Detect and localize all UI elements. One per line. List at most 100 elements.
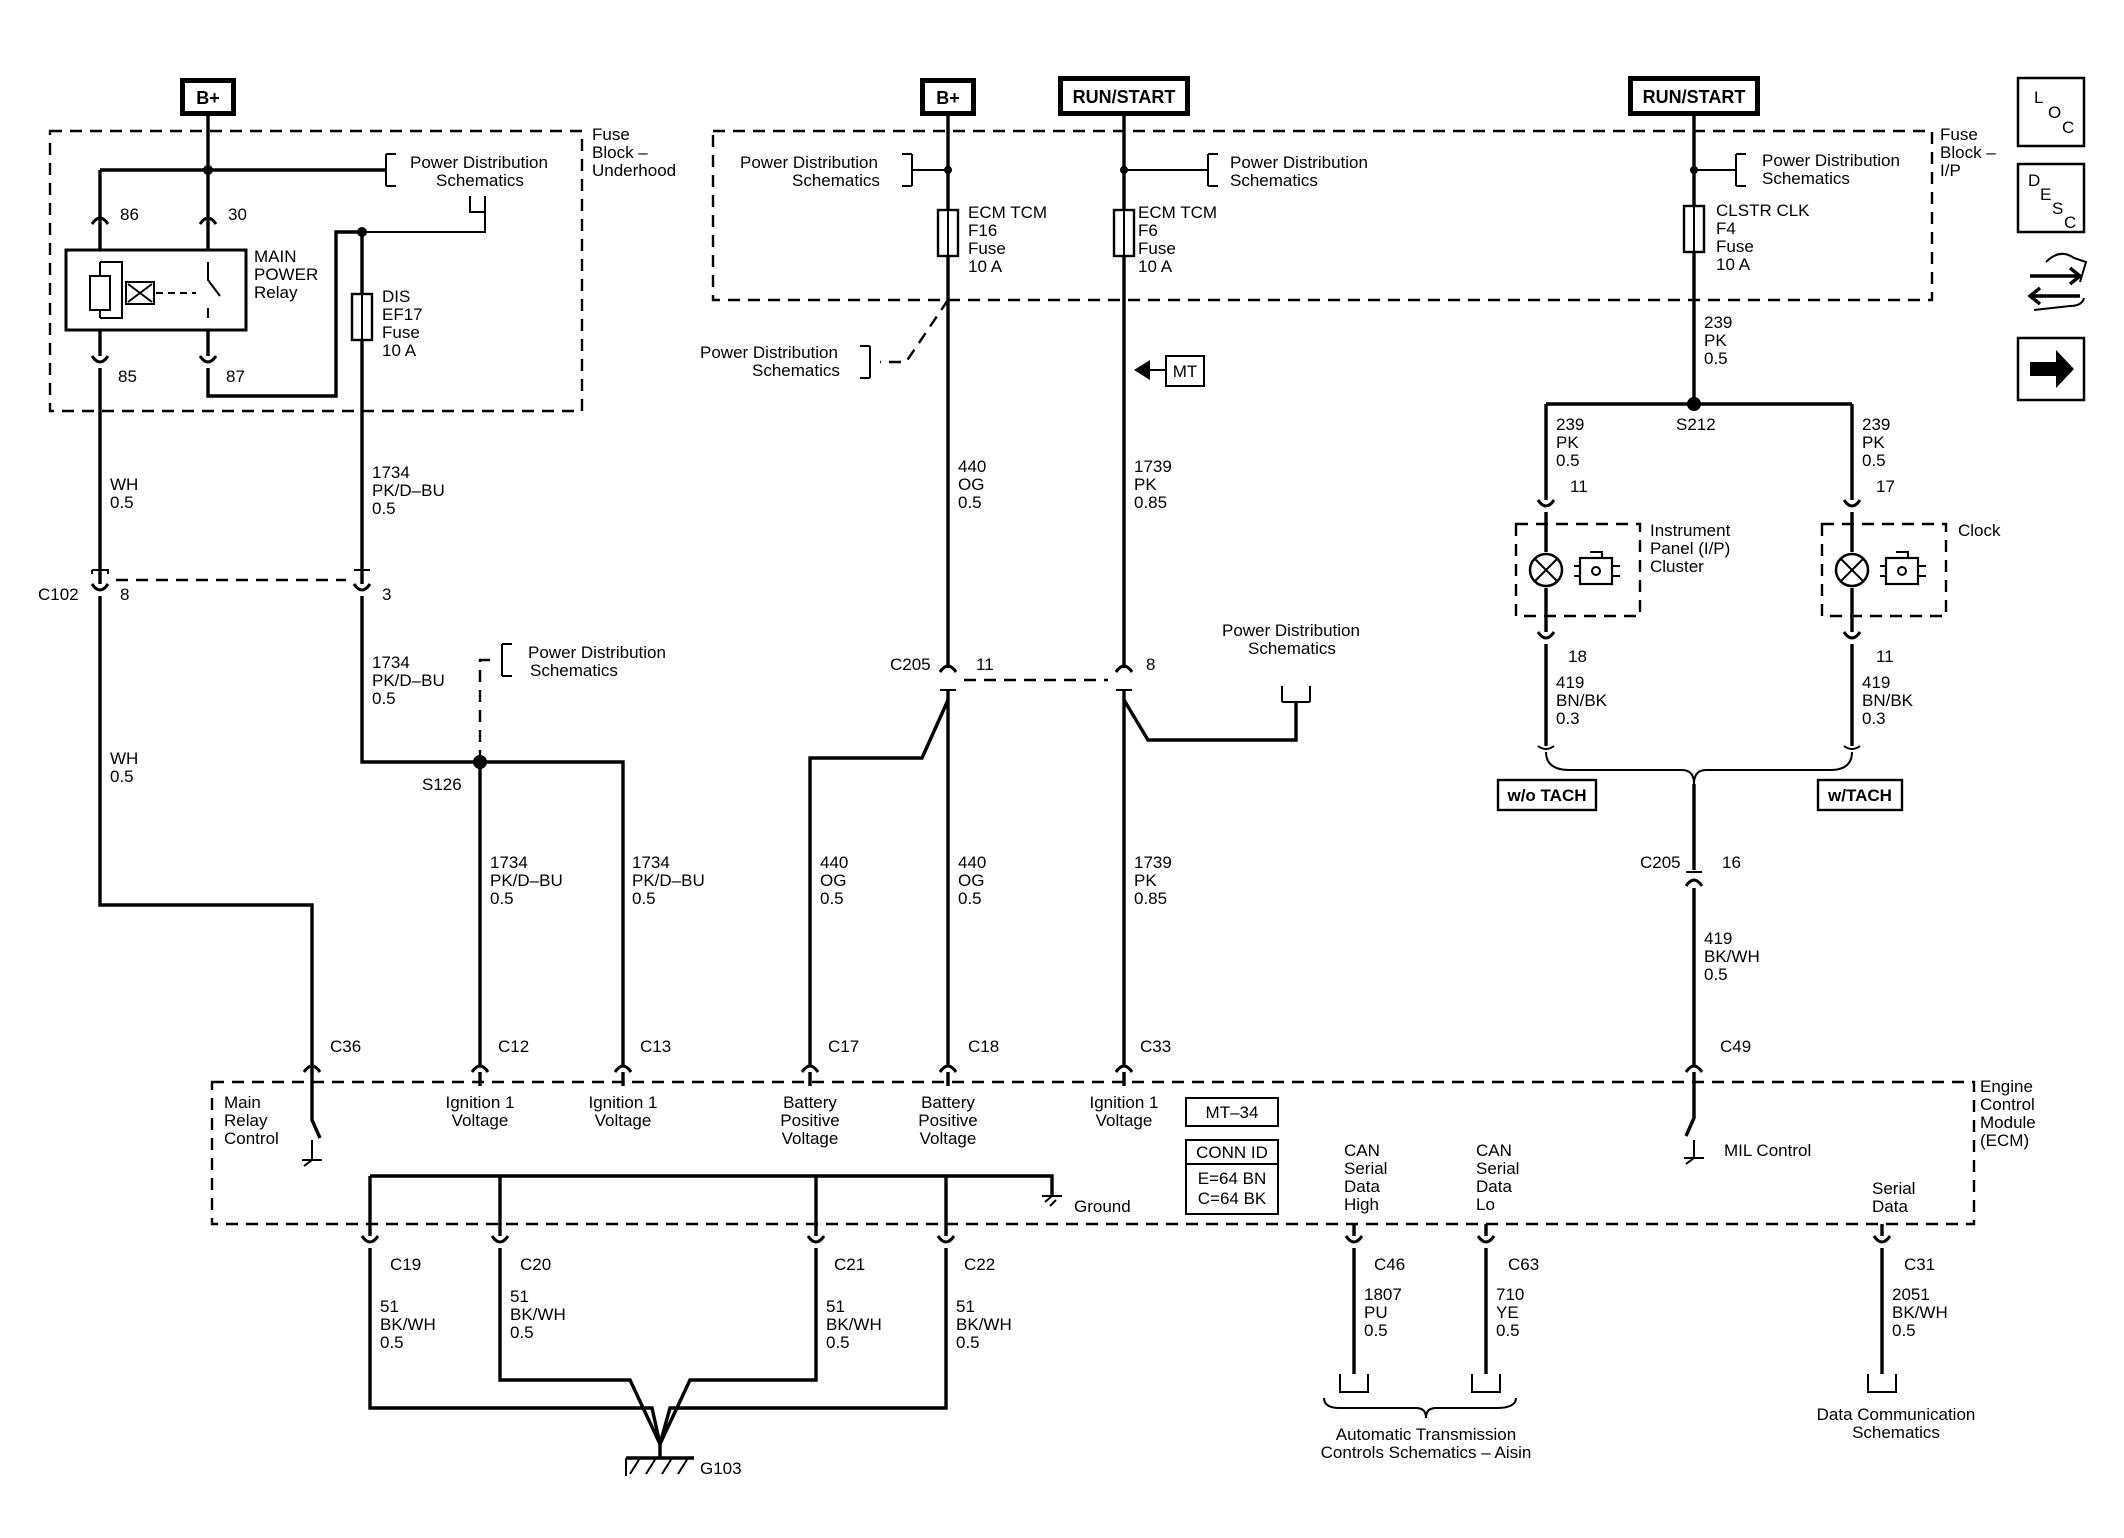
svg-text:Schematics: Schematics — [1852, 1423, 1940, 1442]
next-arrow-icon[interactable] — [2016, 336, 2086, 402]
svg-text:Schematics: Schematics — [1230, 171, 1318, 190]
svg-text:Ignition 1: Ignition 1 — [446, 1093, 515, 1112]
svg-text:0.5: 0.5 — [372, 689, 396, 708]
terminal-serial-data: Serial Data — [1872, 1179, 1915, 1216]
svg-text:18: 18 — [1568, 647, 1587, 666]
svg-text:Voltage: Voltage — [1096, 1111, 1153, 1130]
pds-ref-s126: Power Distribution Schematics — [501, 643, 666, 680]
svg-text:CLSTR CLK: CLSTR CLK — [1716, 201, 1810, 220]
svg-text:1739: 1739 — [1134, 457, 1172, 476]
svg-text:0.5: 0.5 — [1364, 1321, 1388, 1340]
svg-text:BK/WH: BK/WH — [1892, 1303, 1948, 1322]
ecm-pin-c21: C21 — [806, 1235, 865, 1274]
wire-gnd-c20-label: 51 BK/WH 0.5 — [510, 1287, 566, 1342]
svg-text:Serial: Serial — [1872, 1179, 1915, 1198]
svg-text:S126: S126 — [422, 775, 462, 794]
svg-text:Fuse: Fuse — [1940, 125, 1978, 144]
svg-text:RUN/START: RUN/START — [1643, 87, 1746, 107]
fuse-f6: ECM TCM F6 Fuse 10 A — [1112, 203, 1217, 276]
svg-text:Voltage: Voltage — [782, 1129, 839, 1148]
svg-text:Power Distribution: Power Distribution — [528, 643, 666, 662]
svg-text:Relay: Relay — [254, 283, 298, 302]
svg-text:Battery: Battery — [783, 1093, 837, 1112]
svg-text:C19: C19 — [390, 1255, 421, 1274]
svg-text:Ignition 1: Ignition 1 — [589, 1093, 658, 1112]
c102-pin-8 — [90, 583, 110, 592]
connector-icon[interactable] — [2027, 252, 2088, 311]
svg-text:Controls Schematics – Aisin: Controls Schematics – Aisin — [1321, 1443, 1532, 1462]
svg-text:Fuse: Fuse — [592, 125, 630, 144]
wire-pk239-top-label: 239 PK 0.5 — [1704, 313, 1732, 368]
svg-text:8: 8 — [1146, 655, 1155, 674]
svg-text:0.5: 0.5 — [958, 889, 982, 908]
svg-text:Voltage: Voltage — [452, 1111, 509, 1130]
svg-text:0.5: 0.5 — [380, 1333, 404, 1352]
ecm-pin-c18: C18 — [938, 1037, 999, 1086]
ecm-pin-c17: C17 — [800, 1037, 859, 1086]
svg-text:C20: C20 — [520, 1255, 551, 1274]
svg-text:2051: 2051 — [1892, 1285, 1930, 1304]
svg-text:ECM TCM: ECM TCM — [968, 203, 1047, 222]
svg-text:C63: C63 — [1508, 1255, 1539, 1274]
main-power-relay-label: MAIN POWER Relay — [254, 247, 318, 302]
svg-text:Control: Control — [1980, 1095, 2035, 1114]
wire-bnbk-right-label: 419 BN/BK 0.3 — [1862, 673, 1914, 728]
svg-text:C18: C18 — [968, 1037, 999, 1056]
svg-text:High: High — [1344, 1195, 1379, 1214]
svg-text:PK: PK — [1862, 433, 1885, 452]
terminal-ground: Ground — [1074, 1197, 1131, 1216]
ecm-pin-c22: C22 — [936, 1235, 995, 1274]
svg-text:RUN/START: RUN/START — [1073, 87, 1176, 107]
svg-text:Lo: Lo — [1476, 1195, 1495, 1214]
svg-text:Power Distribution: Power Distribution — [1230, 153, 1368, 172]
clock-label: Clock — [1958, 521, 2001, 540]
svg-text:PK/D–BU: PK/D–BU — [372, 671, 445, 690]
svg-text:Fuse: Fuse — [382, 323, 420, 342]
svg-text:G103: G103 — [700, 1459, 742, 1478]
svg-text:85: 85 — [118, 367, 137, 386]
svg-text:1739: 1739 — [1134, 853, 1172, 872]
svg-text:419: 419 — [1556, 673, 1584, 692]
svg-text:WH: WH — [110, 749, 138, 768]
svg-text:S212: S212 — [1676, 415, 1716, 434]
c205-pin-8 — [1114, 664, 1134, 673]
svg-text:Relay: Relay — [224, 1111, 268, 1130]
svg-text:DIS: DIS — [382, 287, 410, 306]
svg-text:O: O — [2048, 103, 2061, 122]
loc-icon[interactable]: L O C — [2016, 76, 2086, 148]
svg-text:11: 11 — [1876, 647, 1894, 666]
svg-text:CONN ID: CONN ID — [1196, 1143, 1268, 1162]
svg-text:D: D — [2028, 171, 2040, 190]
svg-text:OG: OG — [958, 871, 984, 890]
svg-text:Block –: Block – — [1940, 143, 1996, 162]
svg-text:BK/WH: BK/WH — [380, 1315, 436, 1334]
svg-text:Data Communication: Data Communication — [1817, 1405, 1976, 1424]
svg-text:1807: 1807 — [1364, 1285, 1402, 1304]
clock-component — [1820, 512, 1948, 632]
svg-text:Main: Main — [224, 1093, 261, 1112]
svg-text:Schematics: Schematics — [436, 171, 524, 190]
svg-text:BK/WH: BK/WH — [1704, 947, 1760, 966]
svg-text:Power Distribution: Power Distribution — [740, 153, 878, 172]
svg-text:Fuse: Fuse — [968, 239, 1006, 258]
svg-text:1734: 1734 — [372, 653, 410, 672]
desc-icon[interactable]: D E S C — [2016, 162, 2086, 234]
mt-34-box: MT–34 — [1185, 1097, 1279, 1127]
svg-text:C: C — [2062, 118, 2074, 137]
svg-text:OG: OG — [958, 475, 984, 494]
svg-text:C205: C205 — [1640, 853, 1681, 872]
svg-text:0.5: 0.5 — [956, 1333, 980, 1352]
svg-text:C22: C22 — [964, 1255, 995, 1274]
run-start-right-source: RUN/START — [1628, 76, 1760, 116]
svg-text:Data: Data — [1344, 1177, 1380, 1196]
pds-ref-c205: Power Distribution Schematics — [1222, 621, 1360, 703]
svg-text:0.5: 0.5 — [490, 889, 514, 908]
main-power-relay — [64, 224, 248, 356]
b-plus-left-source: B+ — [180, 78, 236, 116]
svg-text:E=64 BN: E=64 BN — [1198, 1169, 1267, 1188]
svg-text:0.5: 0.5 — [372, 499, 396, 518]
svg-text:0.5: 0.5 — [110, 493, 134, 512]
svg-text:C33: C33 — [1140, 1037, 1171, 1056]
terminal-bat-a: Battery Positive Voltage — [780, 1093, 840, 1148]
